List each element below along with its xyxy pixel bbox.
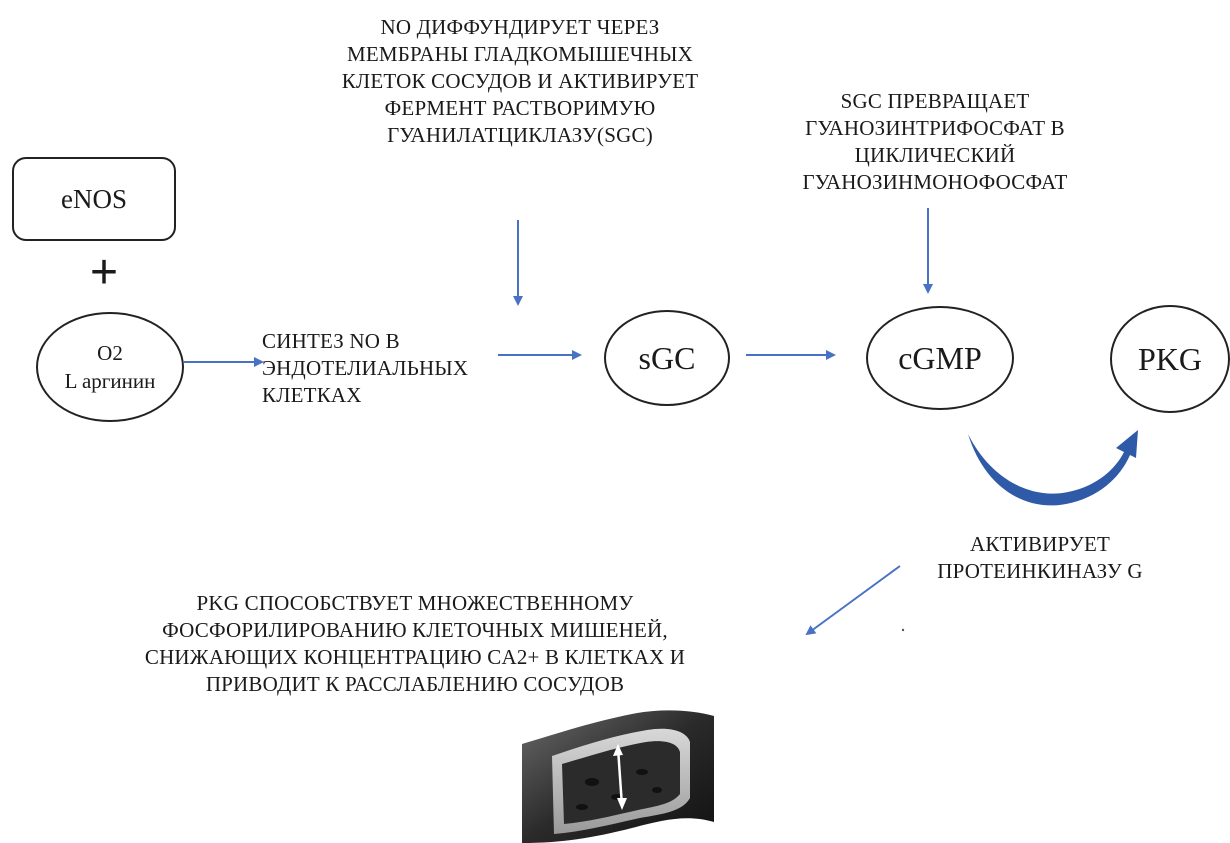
enos-label: eNOS [61, 183, 127, 214]
arrow-activates-to-effect [805, 565, 901, 636]
activates-pkg-annotation: АКТИВИРУЕТ ПРОТЕИНКИНАЗУ G [937, 532, 1143, 583]
enos-box: eNOS [12, 157, 176, 241]
curved-arrow-cgmp-to-pkg [968, 430, 1138, 506]
pkg-node: PKG [1110, 305, 1230, 413]
cgmp-label: cGMP [898, 339, 982, 376]
no-synthesis-annotation: СИНТЕЗ NO В ЭНДОТЕЛИАЛЬНЫХ КЛЕТКАХ [262, 329, 469, 407]
pkg-label: PKG [1137, 340, 1202, 377]
o2-label: O2 [97, 341, 123, 365]
plus-sign: + [89, 246, 119, 299]
tiny-dot [901, 628, 905, 632]
o2-l-arginine-node: O2 L аргинин [36, 312, 184, 422]
pkg-effect-annotation: PKG СПОСОБСТВУЕТ МНОЖЕСТВЕННОМУ ФОСФОРИЛ… [144, 591, 686, 696]
l-arginine-label: L аргинин [64, 369, 156, 393]
sgc-node: sGC [604, 310, 730, 406]
no-diffuses-annotation: NO ДИФФУНДИРУЕТ ЧЕРЕЗ МЕМБРАНЫ ГЛАДКОМЫШ… [341, 15, 699, 147]
cgmp-node: cGMP [866, 306, 1014, 410]
blood-vessel-image [522, 702, 714, 843]
sgc-converts-annotation: sGC ПРЕВРАЩАЕТ ГУАНОЗИНТРИФОСФАТ В ЦИКЛИ… [802, 89, 1068, 194]
sgc-label: sGC [638, 339, 696, 376]
